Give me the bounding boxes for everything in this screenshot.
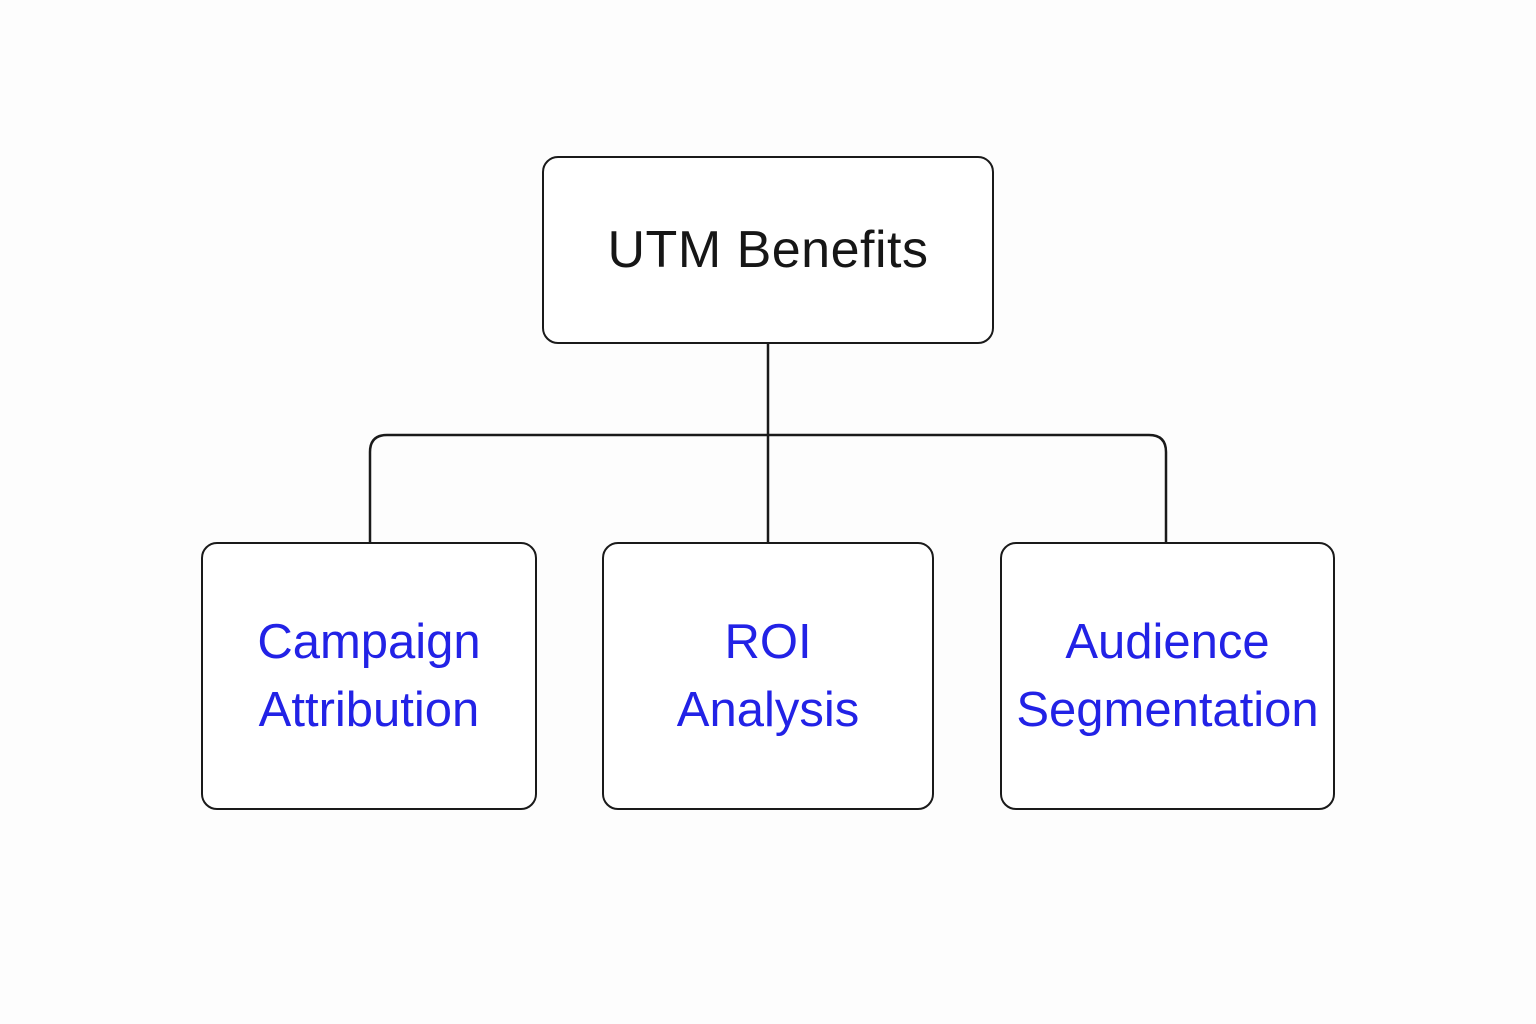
- child-node-label: Audience Segmentation: [1016, 608, 1318, 744]
- child-node-roi-analysis: ROI Analysis: [602, 542, 934, 810]
- child-node-label: Campaign Attribution: [257, 608, 480, 744]
- child-node-label-line: Audience: [1065, 615, 1270, 669]
- connector-branch: [368, 433, 1168, 542]
- child-node-label-line: ROI: [724, 615, 812, 669]
- root-node: UTM Benefits: [542, 156, 994, 344]
- child-node-label-line: Analysis: [676, 683, 860, 737]
- child-node-label-line: Segmentation: [1016, 683, 1319, 737]
- child-node-campaign-attribution: Campaign Attribution: [201, 542, 537, 810]
- child-node-label: ROI Analysis: [677, 608, 859, 744]
- root-node-label: UTM Benefits: [607, 221, 929, 279]
- child-node-label-line: Campaign: [257, 615, 481, 669]
- child-node-label-line: Attribution: [258, 683, 480, 737]
- child-node-audience-segmentation: Audience Segmentation: [1000, 542, 1335, 810]
